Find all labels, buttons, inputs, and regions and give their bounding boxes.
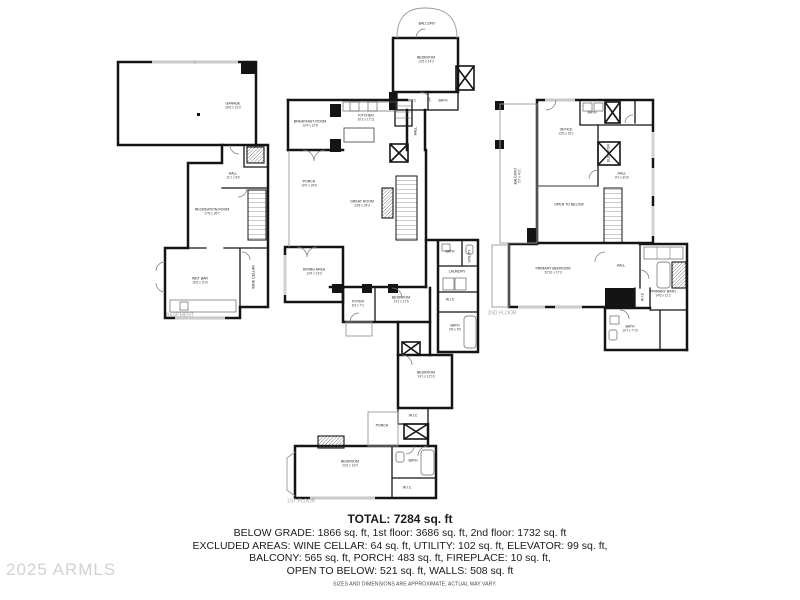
door-arcs (155, 28, 650, 457)
exterior-walls (116, 36, 689, 500)
total-area-text: TOTAL: 7284 sq. ft (347, 512, 453, 526)
area-summary: TOTAL: 7284 sq. ft BELOW GRADE: 1866 sq.… (0, 512, 800, 577)
porch-balcony-outlines (286, 7, 538, 497)
disclaimer-text: SIZES AND DIMENSIONS ARE APPROXIMATE, AC… (333, 581, 497, 588)
summary-line: BELOW GRADE: 1866 sq. ft, 1st floor: 368… (233, 527, 567, 539)
stairs (247, 175, 623, 244)
summary-line: OPEN TO BELOW: 521 sq. ft, WALLS: 508 sq… (286, 564, 514, 577)
fireplace-shower-hatch (246, 146, 687, 449)
summary-line: BALCONY: 565 sq. ft, PORCH: 483 sq. ft, … (249, 552, 551, 564)
fixtures (169, 101, 684, 476)
armls-watermark: 2025 ARMLS (6, 560, 117, 579)
windows (152, 60, 655, 500)
wall-masses (197, 62, 635, 308)
elevator-shafts (389, 65, 621, 440)
summary-line: EXCLUDED AREAS: WINE CELLAR: 64 sq. ft, … (192, 539, 608, 552)
